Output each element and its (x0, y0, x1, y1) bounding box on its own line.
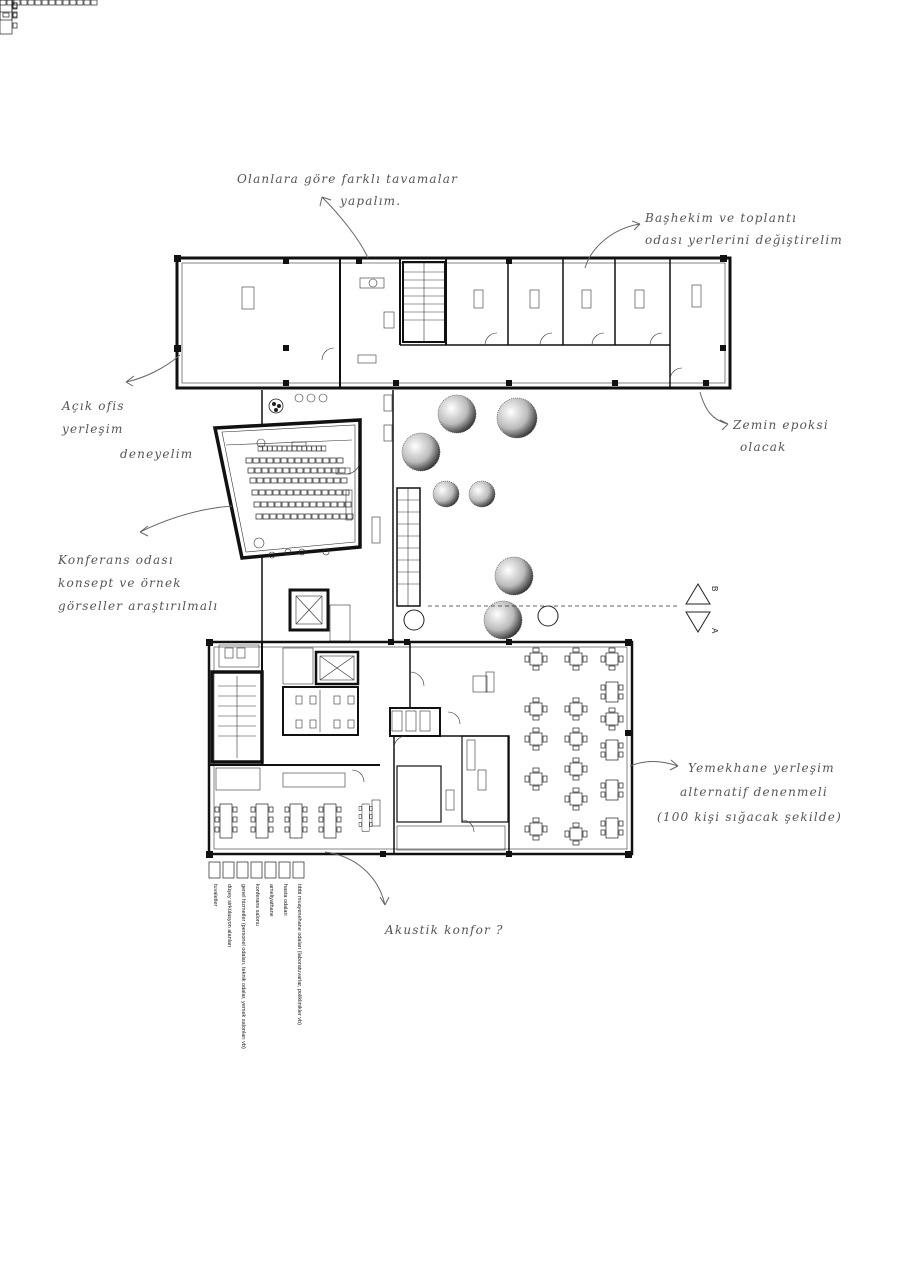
plant-pot (268, 398, 284, 414)
note-floor-line1: Zemin epoksi (732, 418, 829, 432)
cafeteria-tables (0, 0, 624, 846)
section-label-a: A (710, 628, 719, 634)
note-conference-line3: görseller araştırılmalı (58, 599, 218, 613)
note-dining-line2: alternatif denenmeli (680, 785, 828, 799)
note-head-doctor-line1: Başhekim ve toplantı (644, 211, 797, 225)
note-dining-line3: (100 kişi sığacak şekilde) (657, 810, 842, 824)
note-conference-line2: konsept ve örnek (58, 576, 182, 590)
note-open-office-line2: yerleşim (61, 422, 124, 436)
lower-building (0, 0, 634, 858)
conference-seats (0, 0, 354, 520)
legend-item-operating: ameliyathane (268, 884, 274, 917)
note-top-line1: Olanlara göre farklı tavamalar (237, 172, 458, 186)
legend-item-toilets: tuvaletler (212, 884, 218, 906)
connector-corridor (261, 390, 421, 642)
note-floor-line2: olacak (740, 440, 787, 454)
legend-item-vertical-circulation: düşey sirkülasyon alanları (226, 884, 232, 947)
legend-item-medical: tıbbi muayenehane odaları (laboratuvarla… (296, 884, 302, 1025)
landscape-trees (401, 394, 559, 640)
handwritten-notes: Olanlara göre farklı tavamalar yapalım. … (57, 172, 843, 937)
legend-item-general-services: genel hizmetler (personel odaları, tekni… (240, 884, 246, 1049)
legend-item-patient-rooms: hasta odaları (282, 884, 288, 916)
section-line: B A (428, 583, 719, 634)
legend-item-conference: konferans salonu (254, 884, 260, 926)
section-label-b: B (710, 586, 719, 591)
staff-dining-tables (0, 0, 373, 839)
note-open-office-line3: deneyelim (120, 447, 193, 461)
note-acoustic: Akustik konfor ? (384, 923, 504, 937)
legend: tıbbi muayenehane odaları (laboratuvarla… (208, 861, 305, 1049)
note-head-doctor-line2: odası yerlerini değiştirelim (645, 233, 843, 247)
note-dining-line1: Yemekhane yerleşim (688, 761, 835, 775)
conference-hall (0, 0, 381, 560)
note-conference-line1: Konferans odası (57, 553, 174, 567)
note-open-office-line1: Açık ofis (61, 399, 125, 413)
upper-wing (174, 255, 732, 390)
note-top-line2: yapalım. (339, 194, 401, 208)
